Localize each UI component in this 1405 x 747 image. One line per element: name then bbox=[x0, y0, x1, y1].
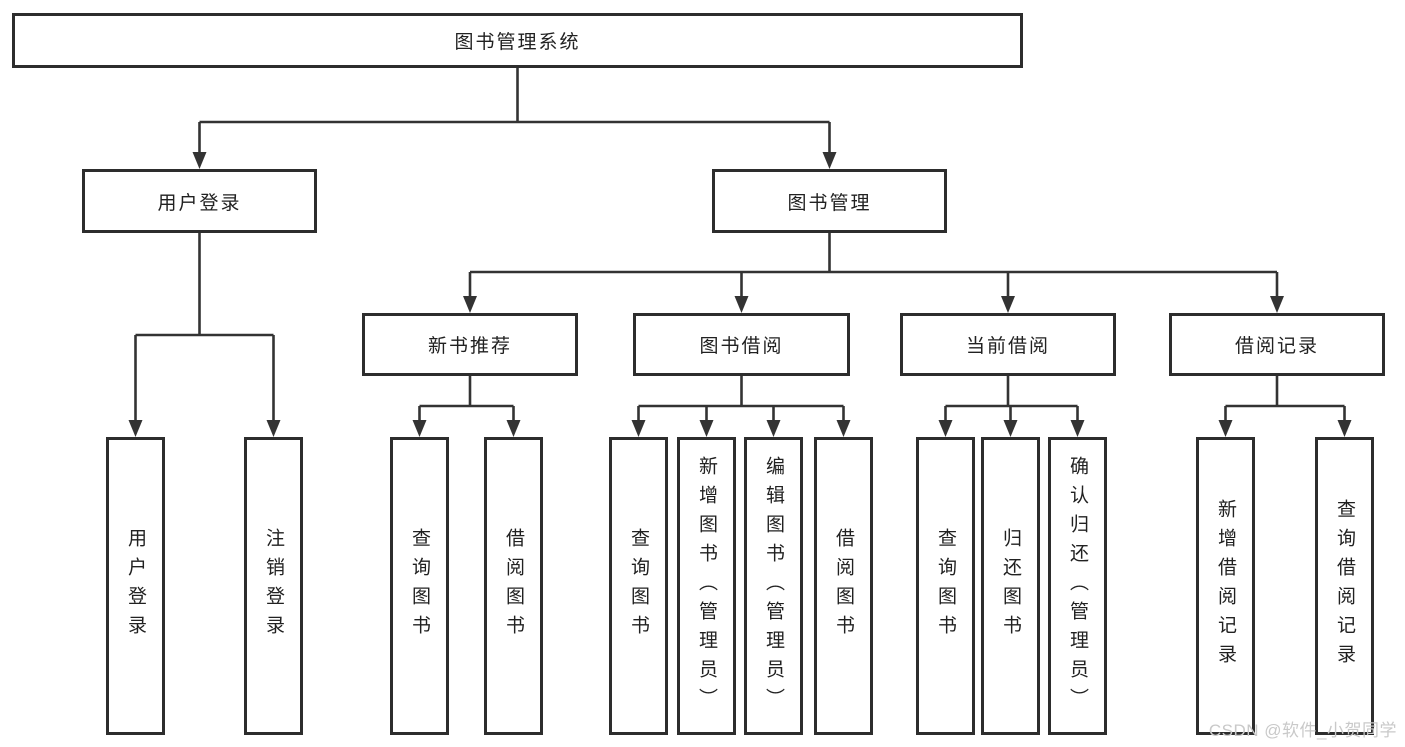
node-root-system: 图书管理系统 bbox=[12, 13, 1023, 68]
leaf-edit-books-admin-label: 编辑图书（管理员） bbox=[763, 455, 784, 717]
leaf-borrow-books-recommend: 借阅图书 bbox=[484, 437, 543, 735]
leaf-return-books-label: 归还图书 bbox=[1000, 528, 1021, 644]
leaf-query-borrow-record: 查询借阅记录 bbox=[1315, 437, 1374, 735]
leaf-query-books-borrow-label: 查询图书 bbox=[628, 528, 649, 644]
leaf-add-books-admin-label: 新增图书（管理员） bbox=[696, 455, 717, 717]
leaf-logout: 注销登录 bbox=[244, 437, 303, 735]
leaf-add-borrow-record-label: 新增借阅记录 bbox=[1215, 499, 1236, 673]
leaf-return-books: 归还图书 bbox=[981, 437, 1040, 735]
leaf-borrow-books: 借阅图书 bbox=[814, 437, 873, 735]
leaf-query-books-current: 查询图书 bbox=[916, 437, 975, 735]
leaf-user-login: 用户登录 bbox=[106, 437, 165, 735]
leaf-confirm-return-admin-label: 确认归还（管理员） bbox=[1067, 455, 1088, 717]
leaf-confirm-return-admin: 确认归还（管理员） bbox=[1048, 437, 1107, 735]
leaf-query-books-borrow: 查询图书 bbox=[609, 437, 668, 735]
node-book-management: 图书管理 bbox=[712, 169, 947, 233]
node-borrow-records: 借阅记录 bbox=[1169, 313, 1385, 376]
leaf-query-books-current-label: 查询图书 bbox=[935, 528, 956, 644]
leaf-edit-books-admin: 编辑图书（管理员） bbox=[744, 437, 803, 735]
node-user-login: 用户登录 bbox=[82, 169, 317, 233]
leaf-logout-label: 注销登录 bbox=[263, 528, 284, 644]
leaf-user-login-label: 用户登录 bbox=[125, 528, 146, 644]
leaf-add-books-admin: 新增图书（管理员） bbox=[677, 437, 736, 735]
node-current-borrow: 当前借阅 bbox=[900, 313, 1116, 376]
node-book-borrow: 图书借阅 bbox=[633, 313, 850, 376]
leaf-query-borrow-record-label: 查询借阅记录 bbox=[1334, 499, 1355, 673]
leaf-borrow-books-label: 借阅图书 bbox=[833, 528, 854, 644]
leaf-query-books-recommend: 查询图书 bbox=[390, 437, 449, 735]
leaf-add-borrow-record: 新增借阅记录 bbox=[1196, 437, 1255, 735]
leaf-borrow-books-recommend-label: 借阅图书 bbox=[503, 528, 524, 644]
node-new-book-recommend: 新书推荐 bbox=[362, 313, 578, 376]
leaf-query-books-recommend-label: 查询图书 bbox=[409, 528, 430, 644]
